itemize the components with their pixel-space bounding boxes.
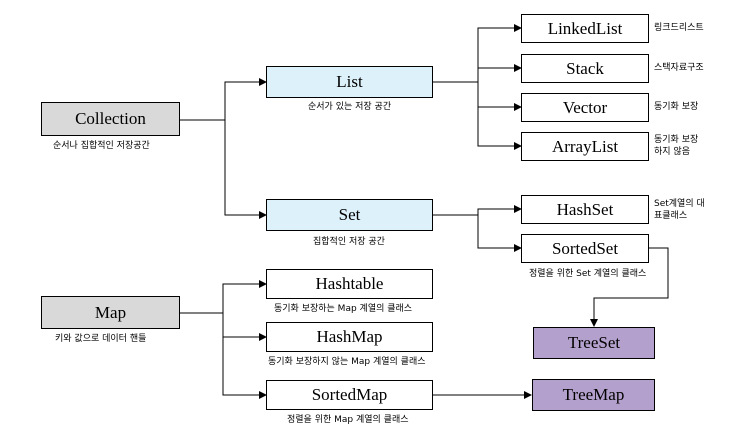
hashset-desc-line-1: Set계열의 대 [654,199,705,209]
treemap-node: TreeMap [532,379,655,411]
map-desc: 키와 값으로 데이터 핸들 [55,334,147,344]
list-node: List [266,66,433,98]
edge-list-arraylist [477,107,522,150]
edge-map-hashtable [180,280,267,314]
vector-node: Vector [521,93,649,122]
vector-desc: 동기화 보장 [654,102,699,112]
hashmap-node: HashMap [266,322,433,352]
edge-set-sortedset [477,209,522,252]
hashtable-node: Hashtable [266,269,433,299]
sortedset-desc: 정렬을 위한 Set 계열의 클래스 [529,269,647,279]
arraylist-desc-line-1: 동기화 보장 [654,135,699,145]
hashset-desc-line-2: 표클래스 [654,211,688,221]
set-node: Set [266,199,433,231]
treeset-node: TreeSet [533,327,655,359]
edge-collection-set [224,120,267,219]
collection-desc: 순서나 집합적인 저장공간 [53,141,150,151]
sortedset-node: SortedSet [521,234,649,263]
linkedlist-desc: 링크드리스트 [654,23,704,33]
sortedmap-desc: 정렬을 위한 Map 계열의 클래스 [287,415,409,425]
arraylist-desc-line-2: 하지 않음 [654,147,690,157]
edge-collection-list [180,78,267,121]
hashmap-desc: 동기화 보장하지 않는 Map 계열의 클래스 [268,357,426,367]
hashtable-desc: 동기화 보장하는 Map 계열의 클래스 [274,304,413,314]
edge-set-hashset [433,205,522,216]
edge-map-sortedmap [222,337,267,399]
collection-node: Collection [41,102,180,136]
edge-list-linkedlist [433,24,522,83]
linkedlist-node: LinkedList [521,14,649,43]
edge-list-vector [477,82,522,111]
arraylist-node: ArrayList [521,132,649,161]
hashset-node: HashSet [521,195,649,224]
stack-node: Stack [521,54,649,83]
set-desc: 집합적인 저장 공간 [313,237,385,247]
edge-list-stack [477,64,522,82]
sortedmap-node: SortedMap [266,380,433,410]
map-node: Map [41,296,180,329]
stack-desc: 스택자료구조 [654,63,704,73]
edge-map-hashmap [222,313,267,341]
edge-sortedset-treeset [590,247,669,327]
list-desc: 순서가 있는 저장 공간 [308,102,392,112]
